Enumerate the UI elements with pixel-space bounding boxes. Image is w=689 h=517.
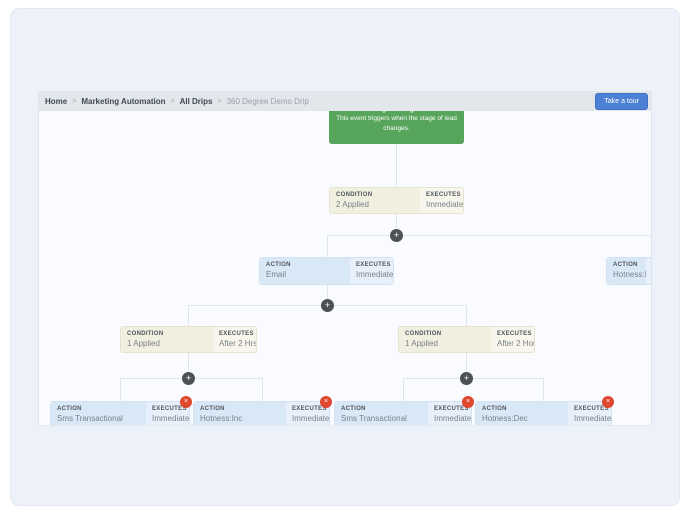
condition-node-root[interactable]: CONDITION 2 Applied EXECUTES Immediate [329,187,464,214]
action-node-hotness-inc[interactable]: ACTION Hotness:Inc EXECUTES Immediate × [193,396,332,425]
condition-value: 2 Applied [336,200,369,210]
executes-label: EXECUTES [426,192,461,198]
trigger-event-node[interactable]: Stage Changed This event triggers when t… [329,111,464,144]
executes-label: EXECUTES [497,331,532,337]
action-value: Hotness:Inc [200,414,243,424]
connector-line [466,353,467,378]
executes-value: Immediate [356,270,393,280]
action-label: ACTION [613,262,638,268]
connector-line [327,285,328,305]
connector-line [188,305,189,326]
remove-action-button[interactable]: × [320,396,332,408]
connector-line [403,378,543,379]
executes-label: EXECUTES [152,406,187,412]
connector-line [403,378,404,401]
flow-canvas: Stage Changed This event triggers when t… [38,111,652,426]
add-node-button[interactable]: + [460,372,473,385]
executes-value: Immediate [292,414,329,424]
breadcrumb-bar: Home > Marketing Automation > All Drips … [38,91,652,111]
action-node-hotness-right[interactable]: ACTION Hotness:Inc EXECUTES Immediate [606,257,651,285]
breadcrumb-current-drip: 360 Degree Demo Drip [226,96,309,106]
executes-value: After 2 Hrs [219,339,256,349]
action-label: ACTION [57,406,82,412]
action-label: ACTION [200,406,225,412]
executes-value: Immediate [152,414,189,424]
action-value: Hotness:Dec [482,414,528,424]
connector-line [188,353,189,378]
connector-line [327,235,651,236]
action-node-sms-2[interactable]: ACTION Sms Transactional EXECUTES Immedi… [334,396,474,425]
condition-label: CONDITION [405,331,442,337]
condition-node-left[interactable]: CONDITION 1 Applied EXECUTES After 2 Hrs [120,326,257,353]
breadcrumb-home[interactable]: Home [45,96,68,106]
chevron-right-icon: > [170,97,175,105]
action-node-hotness-dec[interactable]: ACTION Hotness:Dec EXECUTES Immediate × [475,396,614,425]
executes-label: EXECUTES [219,331,254,337]
breadcrumb-marketing-automation[interactable]: Marketing Automation [81,96,166,106]
connector-line [543,378,544,401]
connector-line [120,378,121,401]
condition-label: CONDITION [127,331,164,337]
connector-line [396,214,397,235]
action-label: ACTION [266,262,291,268]
add-node-button[interactable]: + [321,299,334,312]
chevron-right-icon: > [72,97,77,105]
condition-value: 1 Applied [127,339,160,349]
breadcrumb-all-drips[interactable]: All Drips [179,96,213,106]
event-description: This event triggers when the stage of le… [336,115,457,132]
remove-action-button[interactable]: × [180,396,192,408]
add-node-button[interactable]: + [390,229,403,242]
action-value: Sms Transactional [341,414,407,424]
condition-label: CONDITION [336,192,373,198]
condition-value: 1 Applied [405,339,438,349]
connector-line [262,378,263,401]
executes-value: Immediate [434,414,471,424]
chevron-right-icon: > [217,97,222,105]
executes-value: Immediate [426,200,463,210]
executes-label: EXECUTES [434,406,469,412]
condition-node-right[interactable]: CONDITION 1 Applied EXECUTES After 2 Hou… [398,326,535,353]
action-value: Hotness:Inc [613,270,646,280]
executes-label: EXECUTES [574,406,609,412]
drip-builder-panel: Home > Marketing Automation > All Drips … [38,91,652,426]
take-a-tour-button[interactable]: Take a tour [595,92,648,110]
executes-value: After 2 Hours [497,339,534,349]
action-value: Email [266,270,287,280]
action-value: Sms Transactional [57,414,123,424]
breadcrumb: Home > Marketing Automation > All Drips … [45,97,595,106]
content-card: Home > Marketing Automation > All Drips … [10,8,680,506]
action-node-email[interactable]: ACTION Email EXECUTES Immediate [259,257,394,285]
action-node-sms-1[interactable]: ACTION Sms Transactional EXECUTES Immedi… [50,396,192,425]
remove-action-button[interactable]: × [602,396,614,408]
connector-line [466,305,467,326]
remove-action-button[interactable]: × [462,396,474,408]
event-title: Stage Changed [334,111,459,114]
add-node-button[interactable]: + [182,372,195,385]
action-label: ACTION [341,406,366,412]
connector-line [396,144,397,187]
action-label: ACTION [482,406,507,412]
executes-label: EXECUTES [356,262,391,268]
executes-value: Immediate [574,414,611,424]
executes-label: EXECUTES [292,406,327,412]
connector-line [327,235,328,257]
